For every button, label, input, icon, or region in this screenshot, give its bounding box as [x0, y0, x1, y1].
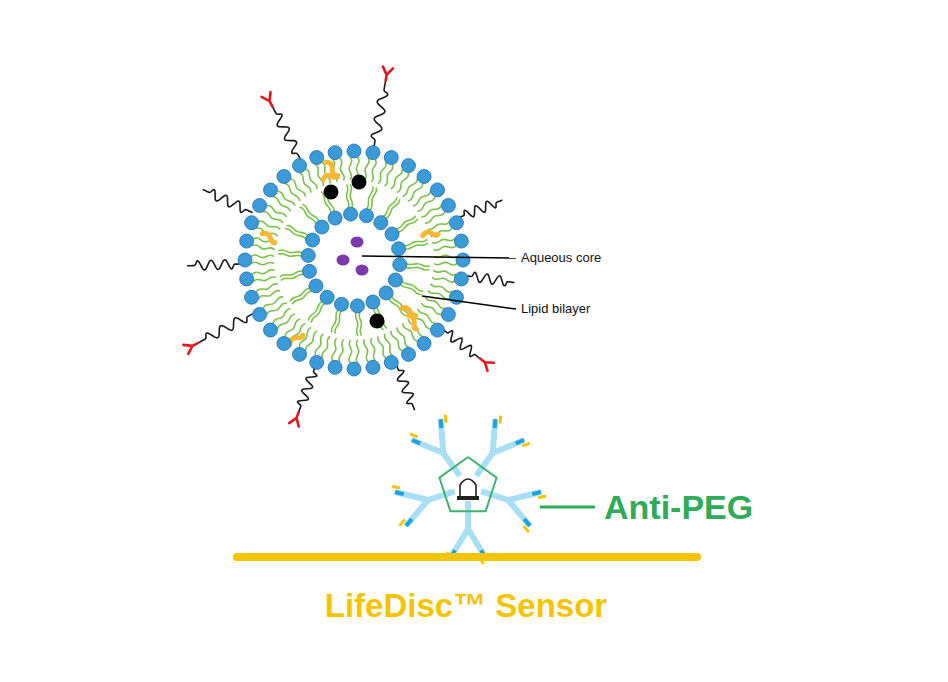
- sensor-label: LifeDisc™ Sensor: [325, 588, 607, 624]
- peg-chains: [183, 67, 514, 427]
- leader-lines: [362, 256, 516, 309]
- lipid-bilayer-label: Lipid bilayer: [521, 302, 590, 316]
- anti-peg-label: Anti-PEG: [604, 489, 753, 526]
- lipid-heads: [238, 144, 470, 376]
- lipid-tails: [251, 157, 457, 363]
- anti-peg-antibody: [392, 415, 546, 564]
- anti-peg-pointer: [540, 506, 595, 509]
- sensor-bar: [237, 553, 697, 561]
- aqueous-core-label: Aqueous core: [521, 251, 601, 265]
- liposome: [183, 67, 514, 427]
